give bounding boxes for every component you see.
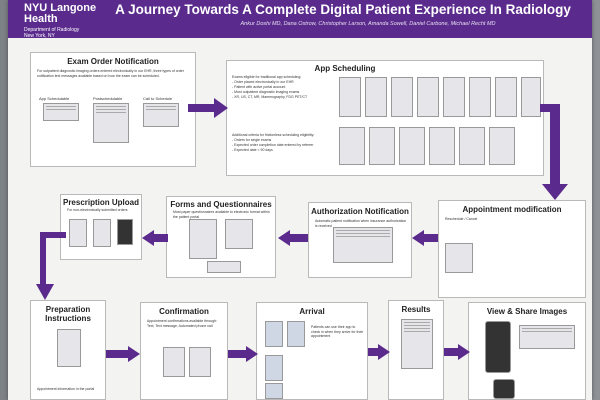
app-scheduling-shot [429, 127, 455, 165]
results-title: Results [401, 305, 431, 314]
poster-title: A Journey Towards A Complete Digital Pat… [115, 2, 571, 17]
prescription-title: Prescription Upload [62, 198, 139, 207]
nyu-logo: NYU Langone Health Department of Radiolo… [24, 2, 97, 40]
appointment-mod-text: Reschedule / Cancel [445, 217, 478, 221]
app-scheduling-shot [339, 127, 365, 165]
arrival-box: Arrival Patients can use their app to ch… [256, 302, 368, 400]
confirmation-shot [189, 347, 211, 377]
app-scheduling-shot [443, 77, 465, 117]
exam-order-shot-2 [93, 103, 129, 143]
app-scheduling-shot [365, 77, 387, 117]
app-scheduling-shot [391, 77, 413, 117]
app-scheduling-shot [495, 77, 517, 117]
app-scheduling-criterion: - XR, US, CT, MR, Mammography, FDG PET/C… [232, 95, 308, 99]
app-scheduling-criterion: - Patient with active portal account [232, 85, 286, 89]
app-scheduling-criteria-intro: Exams eligible for traditional app sched… [232, 75, 302, 79]
arrival-text: Patients can use their app to check in w… [311, 325, 364, 338]
confirmation-title: Confirmation [159, 307, 209, 316]
app-scheduling-box: App Scheduling Exams eligible for tradit… [226, 60, 544, 176]
logo-sub1: Department of Radiology [24, 27, 80, 33]
arrival-title: Arrival [299, 307, 325, 316]
app-scheduling-shot [489, 127, 515, 165]
logo-line2: Health [24, 13, 58, 25]
prescription-text: For non-electronically submitted orders [67, 208, 128, 212]
exam-order-col3: Call to Schedule [143, 96, 173, 101]
arrow-right-icon [188, 98, 228, 118]
arrival-shot [265, 355, 283, 381]
forms-shot [225, 219, 253, 249]
exam-order-title: Exam Order Notification [67, 57, 159, 66]
appointment-mod-shot [445, 243, 473, 273]
appointment-mod-box: Appointment modification Reschedule / Ca… [438, 200, 586, 298]
app-scheduling-criterion: - Order placed electronically in our EHR [232, 80, 294, 84]
confirmation-shot [163, 347, 185, 377]
preparation-shot [57, 329, 81, 367]
arrow-right-icon [106, 346, 140, 362]
logo-sub2: New York, NY [24, 33, 55, 39]
preparation-text: Appointment information in the portal [37, 387, 95, 391]
confirmation-text: Appointment confirmations available thro… [147, 319, 218, 328]
prescription-shot [93, 219, 111, 247]
arrival-shot [287, 321, 305, 347]
app-scheduling-criterion: - Most outpatient diagnostic imaging exa… [232, 90, 300, 94]
arrow-down-icon [540, 104, 568, 200]
app-scheduling-shot [417, 77, 439, 117]
forms-text: Most paper questionnaires available to e… [173, 210, 270, 219]
view-share-phone [493, 379, 515, 399]
arrow-down-icon [36, 232, 66, 300]
authorization-shot [333, 227, 393, 263]
app-scheduling-shot [339, 77, 361, 117]
app-scheduling-shot [469, 77, 491, 117]
app-scheduling-extra: - Expected date < 90 days [232, 148, 273, 152]
view-share-shot [519, 325, 575, 349]
view-share-phone [485, 321, 511, 373]
arrow-right-icon [368, 344, 390, 360]
preparation-box: Preparation Instructions Appointment inf… [30, 300, 106, 400]
app-scheduling-shot [459, 127, 485, 165]
results-box: Results [388, 300, 444, 400]
authorization-text: Automatic patient notification when insu… [315, 219, 407, 228]
exam-order-shot-1 [43, 103, 79, 121]
results-shot [401, 319, 433, 369]
forms-title: Forms and Questionnaires [170, 200, 272, 209]
arrow-left-icon [142, 230, 168, 246]
appointment-mod-title: Appointment modification [462, 205, 562, 214]
exam-order-intro: For outpatient diagnostic imaging orders… [37, 69, 184, 78]
arrow-left-icon [278, 230, 308, 246]
exam-order-col1: App Schedulable [39, 96, 70, 101]
view-share-box: View & Share Images [468, 302, 586, 400]
view-share-title: View & Share Images [486, 307, 568, 316]
preparation-title: Preparation Instructions [45, 305, 91, 323]
exam-order-shot-3 [143, 103, 179, 127]
app-scheduling-title: App Scheduling [314, 64, 376, 73]
poster-header: NYU Langone Health Department of Radiolo… [8, 0, 592, 40]
exam-order-col2: Postschedulable [93, 96, 123, 101]
arrow-left-icon [412, 230, 438, 246]
app-scheduling-extra: - Expected order completion date entered… [232, 143, 314, 147]
arrow-right-icon [228, 346, 258, 362]
arrival-shot [265, 383, 283, 399]
forms-shot [207, 261, 241, 273]
prescription-shot [69, 219, 87, 247]
app-scheduling-shot [369, 127, 395, 165]
authorization-title: Authorization Notification [311, 207, 409, 216]
poster: NYU Langone Health Department of Radiolo… [8, 0, 592, 400]
poster-authors: Ankur Doshi MD, Dana Ostrow, Christopher… [240, 21, 496, 27]
forms-shot [189, 219, 217, 259]
prescription-box: Prescription Upload For non-electronical… [60, 194, 142, 260]
prescription-shot [117, 219, 133, 245]
arrival-shot [265, 321, 283, 347]
app-scheduling-extra: - Orders for single exams [232, 138, 272, 142]
exam-order-box: Exam Order Notification For outpatient d… [30, 52, 196, 167]
arrow-right-icon [444, 344, 470, 360]
logo-line1: NYU Langone [24, 2, 97, 14]
forms-box: Forms and Questionnaires Most paper ques… [166, 196, 276, 278]
app-scheduling-extra-intro: Additional criteria for frictionless sch… [232, 133, 315, 137]
authorization-box: Authorization Notification Automatic pat… [308, 202, 412, 278]
app-scheduling-shot [521, 77, 541, 117]
confirmation-box: Confirmation Appointment confirmations a… [140, 302, 228, 400]
app-scheduling-shot [399, 127, 425, 165]
